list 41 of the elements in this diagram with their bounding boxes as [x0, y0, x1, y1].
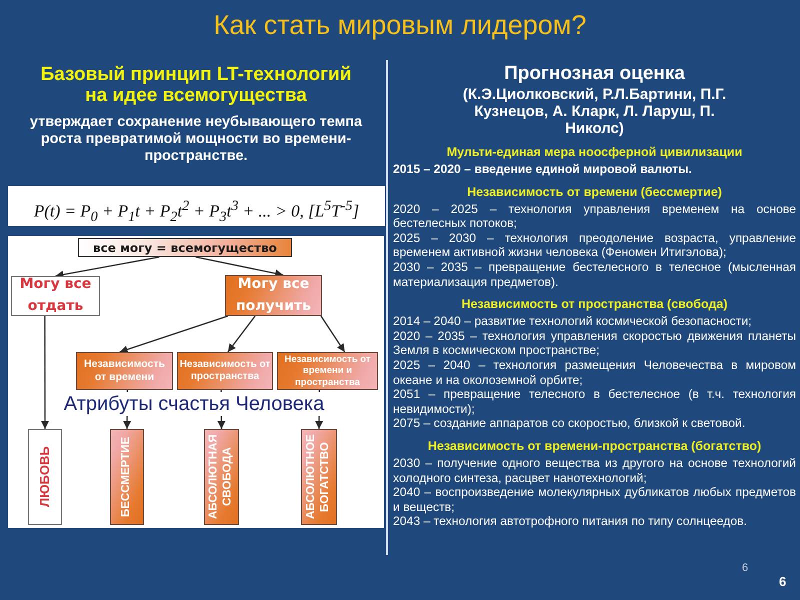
- list-item: 2025 – 2040 – технология размещения Человечества в мировом океане и на околоземной орбите;: [393, 358, 796, 388]
- list-item: 2014 – 2040 – развитие технологий космической безопасности;: [393, 314, 752, 329]
- subheading: Независимость от времени (бессмертие): [467, 184, 722, 200]
- process-box: Независимость от пространства: [177, 352, 273, 390]
- subheading: Независимость от времени-пространства (богатство): [428, 438, 762, 454]
- list-item: 2015 – 2020 – введение единой мировой валюты.: [393, 162, 692, 177]
- page-number: 6: [779, 574, 786, 589]
- arrow: [40, 316, 49, 429]
- subheading: Мульти-единая мера ноосферной цивилизации: [446, 145, 742, 160]
- list-item: 2043 – технология автотрофного питания по типу солнцеедов.: [393, 514, 748, 529]
- subheading: Независимость от пространства (свобода): [461, 297, 728, 312]
- list-item: 2040 – воспроизведение молекулярных дубликатов любых предметов и веществ;: [393, 485, 796, 514]
- list-item: 2020 – 2025 – технология управления временем на основе бестелесных потоков;: [393, 202, 796, 231]
- arrow: [55, 256, 160, 278]
- vertical-box: АБСОЛЮТНАЯ СВОБОДА: [204, 429, 239, 525]
- process-box: Могу все получить: [225, 275, 322, 316]
- section-heading: Прогнозная оценка: [504, 62, 685, 85]
- vertical-box: БЕССМЕРТИЕ: [110, 429, 144, 525]
- list-item: 2020 – 2035 – технология управления скоростью движения планеты Земля в космическом пространстве;: [393, 328, 796, 358]
- vertical-box: ЛЮБОВЬ: [28, 429, 62, 525]
- section-heading: Базовый принцип LT-технологий на идее всемогущества: [40, 64, 352, 106]
- list-item: 2051 – превращение телесного в бестелесное (в т.ч. технология невидимости);: [393, 387, 796, 416]
- vertical-box: АБСОЛЮТНОЕ БОГАТСТВО: [301, 429, 337, 525]
- body-text: утверждает сохранение неубывающего темпа роста превратимой мощности во времени-пространстве.: [28, 114, 364, 165]
- list-item: 2030 – 2035 – превращение бестелесного в телесное (мысленная материализация предметов).: [393, 260, 796, 290]
- diagram-caption: Атрибуты счастья Человека: [60, 392, 328, 416]
- arrow: [196, 256, 284, 278]
- process-box: Независимость от времени и пространства: [277, 352, 378, 390]
- list-item: 2075 – создание аппаратов со скоростью, близкой к световой.: [393, 416, 746, 431]
- author-list: (К.Э.Циолковский, Р.Л.Бартини, П.Г. Кузнецов, А. Кларк, Л. Ларуш, П. Николс): [452, 86, 737, 137]
- list-item: 2030 – получение одного вещества из другого на основе технологий холодного синтеза, расцвет нанотехнологий;: [393, 456, 796, 486]
- process-box: Независимость от времени: [76, 352, 173, 390]
- arrow: [320, 316, 346, 352]
- page-number: 6: [742, 562, 748, 574]
- list-item: 2025 – 2030 – технология преодоление возраста, управление временем активной жизни человека (Феномен Итигэлова);: [393, 230, 796, 260]
- process-box: Могу все отдать: [11, 276, 100, 316]
- header-box: все могу = всемогущество: [78, 238, 292, 257]
- slide-title: Как стать мировым лидером?: [214, 9, 586, 41]
- arrow: [120, 315, 228, 354]
- formula: P(t) = P$_{0}$ + P$_{1}$t + P$_{2}$t$^{2}$ + P$_{3}$t$^{3}$ + ... > 0, [L$^{5}$T$^{-5}$]: [8, 186, 385, 226]
- arrow: [227, 316, 256, 352]
